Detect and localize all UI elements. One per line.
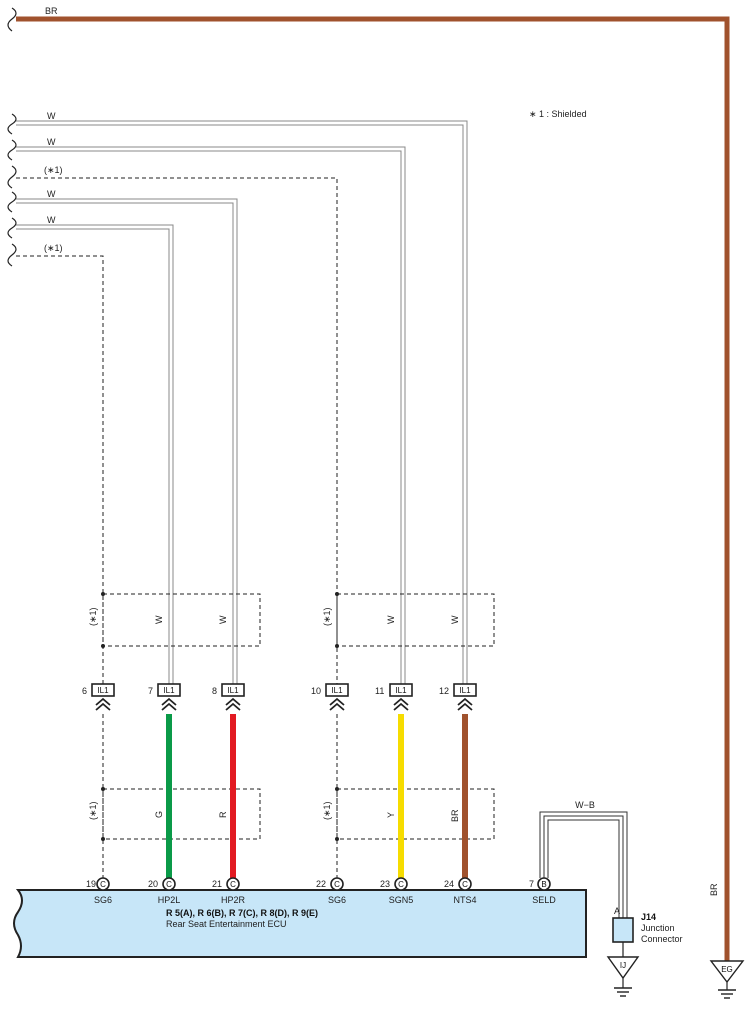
junction-connector-j14: A J14 Junction Connector bbox=[612, 906, 683, 957]
br-wire-top bbox=[16, 16, 730, 965]
shield-junction-dots bbox=[101, 592, 339, 841]
ecu-codes: R 5(A), R 6(B), R 7(C), R 8(D), R 9(E) bbox=[166, 908, 318, 918]
svg-text:J14: J14 bbox=[641, 912, 656, 922]
left-wires bbox=[16, 120, 468, 686]
svg-text:Junction: Junction bbox=[641, 923, 675, 933]
ecu-box bbox=[13, 889, 587, 958]
upper-label: (∗1) bbox=[322, 607, 332, 626]
svg-text:IJ: IJ bbox=[620, 961, 626, 970]
svg-text:C: C bbox=[398, 880, 404, 889]
svg-text:IL1: IL1 bbox=[331, 686, 343, 695]
connector-il1-7: IL1 7 bbox=[148, 683, 181, 711]
right-wire-label: BR bbox=[709, 883, 719, 896]
lower-label: Y bbox=[386, 812, 396, 818]
lower-label: G bbox=[154, 811, 164, 818]
left-wire-label: W bbox=[47, 137, 56, 147]
svg-text:IL1: IL1 bbox=[227, 686, 239, 695]
svg-text:20: 20 bbox=[148, 879, 158, 889]
signal-name: NTS4 bbox=[453, 895, 476, 905]
svg-text:C: C bbox=[166, 880, 172, 889]
connector-il1-6: IL1 6 bbox=[82, 683, 115, 711]
ecu-pin-23: C 23 SGN5 bbox=[380, 877, 414, 905]
upper-label: W bbox=[218, 615, 228, 624]
wire-breaks bbox=[7, 113, 17, 267]
left-wire-label: W bbox=[47, 189, 56, 199]
svg-text:7: 7 bbox=[529, 879, 534, 889]
left-wire-label: (∗1) bbox=[44, 165, 63, 175]
svg-text:A: A bbox=[614, 906, 620, 916]
connector-pin: 6 bbox=[82, 686, 87, 696]
svg-text:IL1: IL1 bbox=[395, 686, 407, 695]
svg-text:C: C bbox=[462, 880, 468, 889]
svg-text:EG: EG bbox=[721, 965, 733, 974]
shield-lines bbox=[16, 177, 338, 686]
ecu-pin-21: C 21 HP2R bbox=[212, 877, 246, 905]
ground-eg: EG bbox=[709, 960, 745, 999]
connector-pin: 7 bbox=[148, 686, 153, 696]
signal-name: SELD bbox=[532, 895, 556, 905]
lower-label: (∗1) bbox=[322, 801, 332, 820]
connector-pin: 12 bbox=[439, 686, 449, 696]
ecu-pin-20: C 20 HP2L bbox=[148, 877, 181, 905]
connector-il1-11: IL1 11 bbox=[375, 683, 413, 711]
svg-text:23: 23 bbox=[380, 879, 390, 889]
connector-il1-8: IL1 8 bbox=[212, 683, 245, 711]
svg-text:21: 21 bbox=[212, 879, 222, 889]
svg-text:B: B bbox=[541, 880, 546, 889]
upper-label: W bbox=[154, 615, 164, 624]
lower-label: R bbox=[218, 811, 228, 818]
left-wire-label: W bbox=[47, 215, 56, 225]
svg-text:C: C bbox=[230, 880, 236, 889]
signal-name: HP2L bbox=[158, 895, 181, 905]
connector-pin: 11 bbox=[375, 686, 384, 696]
upper-label: (∗1) bbox=[88, 607, 98, 626]
wire-break-top bbox=[7, 7, 17, 32]
ground-ij: IJ bbox=[606, 956, 640, 997]
svg-text:IL1: IL1 bbox=[97, 686, 109, 695]
signal-name: SG6 bbox=[328, 895, 346, 905]
ecu-pin-7-seld: B 7 SELD bbox=[529, 877, 556, 905]
ecu-pin-19: C 19 SG6 bbox=[86, 877, 112, 905]
ecu-name: Rear Seat Entertainment ECU bbox=[166, 919, 287, 929]
connector-il1-10: IL1 10 bbox=[311, 683, 349, 711]
svg-text:22: 22 bbox=[316, 879, 326, 889]
connector-pin: 8 bbox=[212, 686, 217, 696]
connector-il1-12: IL1 12 bbox=[439, 683, 477, 711]
left-wire-label: (∗1) bbox=[44, 243, 63, 253]
svg-text:IL1: IL1 bbox=[459, 686, 471, 695]
connector-pin: 10 bbox=[311, 686, 321, 696]
svg-text:IL1: IL1 bbox=[163, 686, 175, 695]
svg-text:Connector: Connector bbox=[641, 934, 683, 944]
svg-text:C: C bbox=[100, 880, 106, 889]
signal-name: HP2R bbox=[221, 895, 246, 905]
lower-label: BR bbox=[450, 809, 460, 822]
shield-boxes-upper bbox=[102, 593, 495, 647]
shielded-note: ∗ 1 : Shielded bbox=[529, 109, 587, 119]
ecu-pin-24: C 24 NTS4 bbox=[444, 877, 477, 905]
seld-wire-label: W−B bbox=[575, 800, 595, 810]
ecu-pins: C 19 SG6 C 20 HP2L C 21 HP2R C 22 SG6 C … bbox=[86, 877, 556, 905]
left-wire-label: W bbox=[47, 111, 56, 121]
lower-label: (∗1) bbox=[88, 801, 98, 820]
ecu-pin-22: C 22 SG6 bbox=[316, 877, 346, 905]
svg-text:C: C bbox=[334, 880, 340, 889]
upper-label: W bbox=[450, 615, 460, 624]
il1-connectors: IL1 6 IL1 7 IL1 8 IL1 10 IL1 11 bbox=[82, 683, 477, 711]
signal-name: SGN5 bbox=[389, 895, 414, 905]
seld-wire bbox=[539, 811, 628, 940]
signal-name: SG6 bbox=[94, 895, 112, 905]
svg-text:19: 19 bbox=[86, 879, 96, 889]
shield-boxes-lower bbox=[102, 714, 495, 878]
upper-label: W bbox=[386, 615, 396, 624]
top-wire-label: BR bbox=[45, 6, 58, 16]
svg-text:24: 24 bbox=[444, 879, 454, 889]
